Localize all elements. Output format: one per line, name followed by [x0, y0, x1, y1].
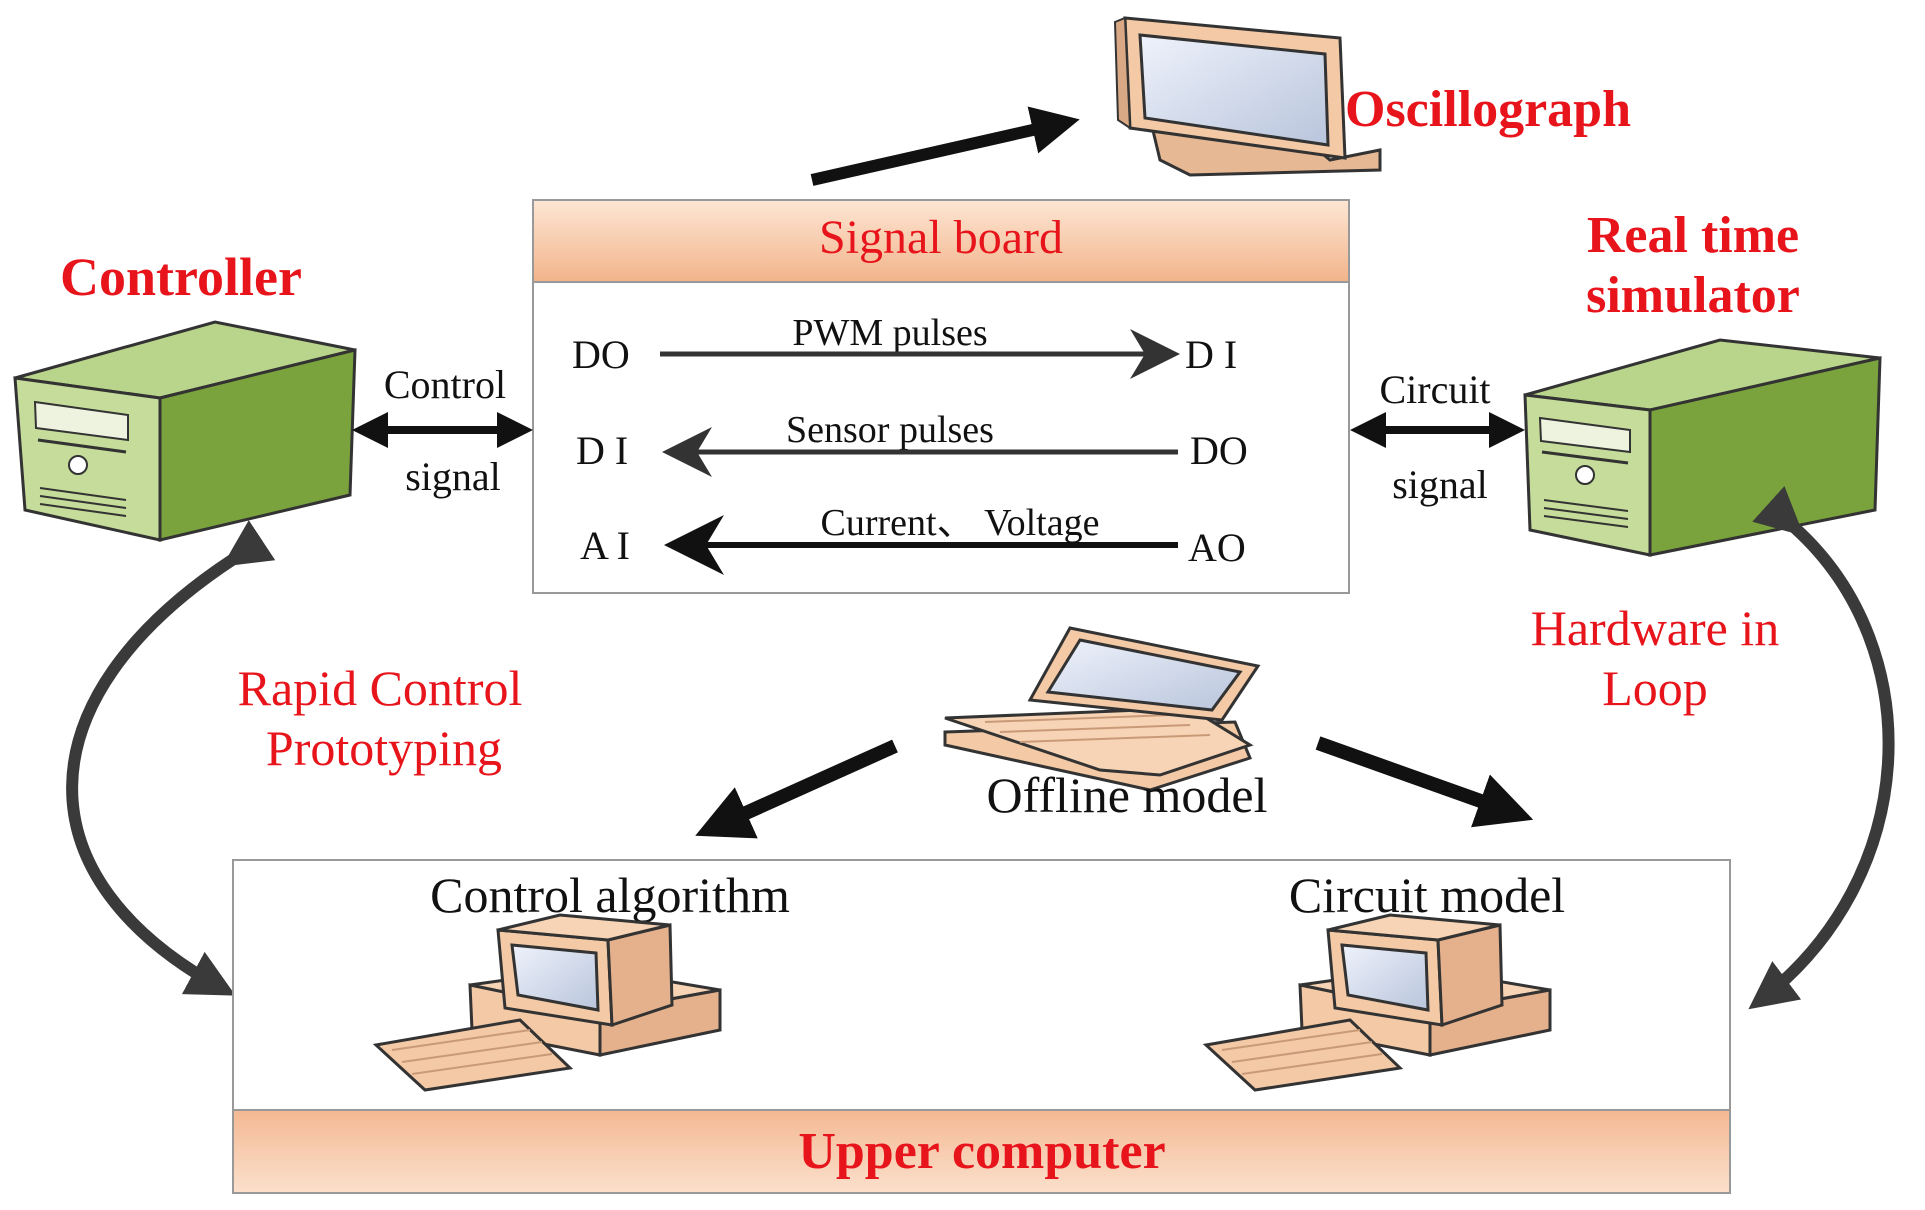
hil-loop-arrow [1748, 486, 1895, 1010]
analog-left-port: A I [580, 523, 630, 568]
controller-tower-icon [13, 320, 357, 542]
control-algorithm-label: Control algorithm [430, 867, 790, 923]
laptop-icon [943, 626, 1261, 792]
control-signal-arrow [352, 412, 533, 448]
controller-label: Controller [60, 247, 302, 307]
offline-model-label: Offline model [987, 767, 1268, 823]
control-signal-label-1: Control [384, 362, 506, 407]
pwm-pulses-label: PWM pulses [792, 312, 987, 354]
circuit-model-pc-icon [1202, 913, 1552, 1092]
sensor-left-port: D I [576, 428, 628, 473]
sensor-right-port: DO [1190, 428, 1248, 473]
circuit-signal-label-1: Circuit [1379, 367, 1490, 412]
circuit-model-label: Circuit model [1289, 867, 1565, 923]
simulator-label-1: Real time [1587, 207, 1799, 264]
rcp-loop-arrow [66, 520, 276, 996]
upper-computer-title: Upper computer [798, 1123, 1165, 1180]
oscillograph-monitor-icon [1113, 16, 1382, 177]
analog-right-port: AO [1188, 525, 1246, 570]
control-signal-label-2: signal [405, 454, 501, 499]
hil-label-1: Hardware in [1531, 600, 1780, 656]
control-algorithm-pc-icon [372, 913, 722, 1092]
simulator-label-2: simulator [1586, 267, 1800, 324]
rcp-label-2: Prototyping [266, 720, 502, 776]
circuit-signal-label-2: signal [1392, 462, 1488, 507]
pwm-left-port: DO [572, 332, 630, 377]
to-circuit-model-arrow [1315, 736, 1534, 828]
hil-label-2: Loop [1602, 660, 1708, 716]
pwm-right-port: D I [1185, 332, 1237, 377]
signal-board-title: Signal board [819, 211, 1063, 264]
current-voltage-label: Current、 Voltage [821, 502, 1100, 544]
oscillograph-label: Oscillograph [1345, 81, 1631, 138]
to-oscillograph-arrow [810, 106, 1080, 186]
rcp-label-1: Rapid Control [238, 660, 523, 716]
simulator-tower-icon [1523, 338, 1882, 557]
to-control-algorithm-arrow [695, 739, 898, 839]
sensor-pulses-label: Sensor pulses [786, 409, 994, 451]
circuit-signal-arrow [1350, 412, 1525, 448]
